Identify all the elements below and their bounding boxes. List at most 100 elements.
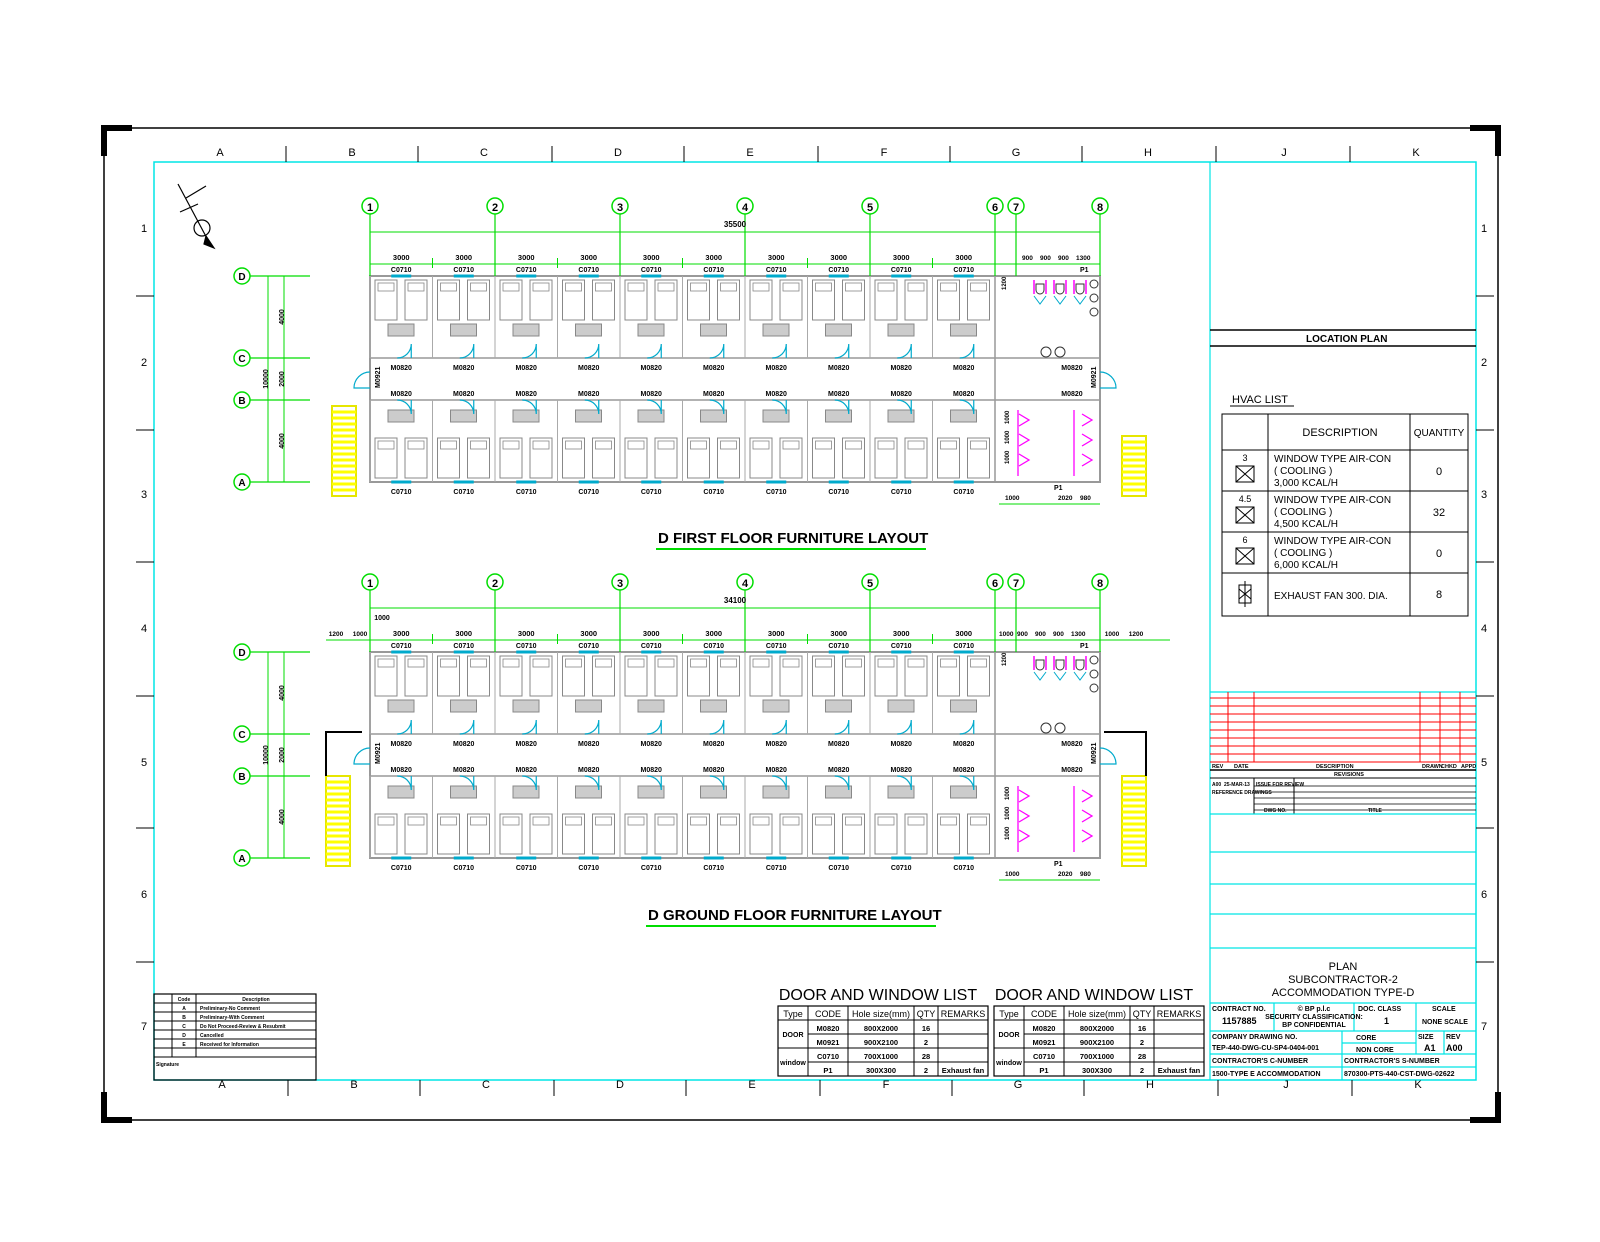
pillow bbox=[532, 282, 550, 292]
table-code: M0921 bbox=[1033, 1038, 1056, 1047]
bay-dimension: 3000 bbox=[393, 253, 410, 262]
door-code: M0820 bbox=[891, 741, 913, 748]
dwg-no-label: DWG NO. bbox=[1264, 808, 1287, 814]
bed bbox=[654, 655, 678, 697]
pillow bbox=[627, 282, 645, 292]
grid-bubble bbox=[233, 267, 251, 285]
table-size: 800X2000 bbox=[1080, 1024, 1114, 1033]
bay-dimension: 3000 bbox=[455, 629, 472, 638]
pillow bbox=[752, 282, 770, 292]
door-code: M0820 bbox=[766, 391, 788, 398]
window-code: C0710 bbox=[891, 489, 912, 496]
pillow bbox=[815, 658, 832, 668]
window-code: C0710 bbox=[516, 267, 537, 274]
shower-stall bbox=[1018, 413, 1031, 427]
corner-mark bbox=[101, 1092, 132, 1123]
bed bbox=[842, 813, 865, 855]
bed bbox=[467, 437, 490, 479]
pillow bbox=[595, 658, 612, 668]
table bbox=[450, 323, 477, 337]
bed bbox=[529, 437, 553, 479]
wc-dimension: 1200 bbox=[1002, 652, 1008, 666]
door-swing bbox=[584, 399, 600, 415]
table bbox=[512, 323, 540, 337]
table bbox=[387, 409, 415, 423]
pillow bbox=[720, 440, 737, 450]
row-label: 7 bbox=[141, 1021, 147, 1033]
chkd-header: CHKD bbox=[1441, 764, 1457, 770]
size-value: A1 bbox=[1424, 1043, 1436, 1053]
window-type-label: window bbox=[995, 1060, 1022, 1067]
bed bbox=[967, 437, 990, 479]
table bbox=[950, 699, 977, 713]
door-swing bbox=[897, 775, 912, 791]
wc-stall bbox=[1033, 656, 1047, 670]
table-qty: 28 bbox=[922, 1052, 930, 1061]
door-swing bbox=[647, 719, 662, 735]
table bbox=[887, 323, 915, 337]
door-code: M0820 bbox=[1061, 741, 1083, 748]
bed bbox=[904, 813, 928, 855]
column-label: B bbox=[350, 1079, 357, 1091]
wc-stall bbox=[1033, 280, 1047, 294]
wc-dimension: 2020 bbox=[1058, 871, 1073, 878]
row-label: 4 bbox=[141, 623, 147, 635]
pillow bbox=[657, 658, 675, 668]
bed bbox=[374, 813, 398, 855]
pillow bbox=[627, 816, 645, 826]
table-size: 300X300 bbox=[1082, 1066, 1112, 1075]
door-swing bbox=[353, 371, 371, 389]
table-header: REMARKS bbox=[1157, 1009, 1202, 1019]
shower-stall bbox=[1018, 789, 1031, 803]
table bbox=[637, 785, 665, 799]
bed bbox=[592, 655, 615, 697]
pillow bbox=[470, 816, 487, 826]
wc-dimension: 1000 bbox=[1005, 495, 1020, 502]
s-number: 870300-PTS-440-CST-DWG-02622 bbox=[1344, 1071, 1455, 1078]
non-core-label: NON CORE bbox=[1356, 1047, 1394, 1054]
bed bbox=[437, 279, 460, 321]
door-swing bbox=[772, 719, 787, 735]
bed bbox=[842, 437, 865, 479]
grid-number: 6 bbox=[992, 202, 998, 214]
inner-frame bbox=[153, 161, 1477, 1081]
window-code: C0710 bbox=[516, 643, 537, 650]
scale-value: NONE SCALE bbox=[1422, 1019, 1468, 1026]
window-code: C0710 bbox=[578, 865, 599, 872]
window-code: C0710 bbox=[641, 267, 662, 274]
table-header: QTY bbox=[917, 1009, 936, 1019]
table-code: M0820 bbox=[1033, 1024, 1056, 1033]
stair bbox=[331, 405, 357, 497]
wc-dimension: 980 bbox=[1080, 871, 1091, 878]
window-code: C0710 bbox=[703, 865, 724, 872]
pillow bbox=[502, 816, 520, 826]
title-line-1: PLAN bbox=[1329, 961, 1358, 973]
dimension: 1000 bbox=[374, 615, 390, 622]
wc-dimension: 900 bbox=[1017, 631, 1028, 638]
pillow bbox=[440, 658, 457, 668]
hvac-description: 3,000 KCAL/H bbox=[1274, 478, 1338, 489]
table bbox=[450, 785, 477, 799]
pillow bbox=[502, 282, 520, 292]
column-label: F bbox=[881, 147, 888, 159]
door-swing bbox=[709, 775, 725, 791]
bed bbox=[967, 279, 990, 321]
table bbox=[387, 699, 415, 713]
title-block: PLAN SUBCONTRACTOR-2 ACCOMMODATION TYPE-… bbox=[1210, 947, 1476, 1080]
column-label: C bbox=[482, 1079, 490, 1091]
fan-code: P1 bbox=[1080, 267, 1089, 274]
grid-bubble bbox=[986, 573, 1004, 591]
door-code: M0820 bbox=[516, 391, 538, 398]
bay-dimension: 3000 bbox=[705, 253, 722, 262]
bed bbox=[529, 813, 553, 855]
aircon-icon bbox=[1235, 547, 1255, 565]
bed bbox=[404, 279, 428, 321]
row-label: 5 bbox=[1481, 757, 1487, 769]
bed bbox=[374, 437, 398, 479]
bed bbox=[937, 813, 960, 855]
window-code: C0710 bbox=[703, 643, 724, 650]
door-code: M0820 bbox=[578, 391, 600, 398]
door-swing bbox=[834, 399, 850, 415]
bed bbox=[779, 655, 803, 697]
